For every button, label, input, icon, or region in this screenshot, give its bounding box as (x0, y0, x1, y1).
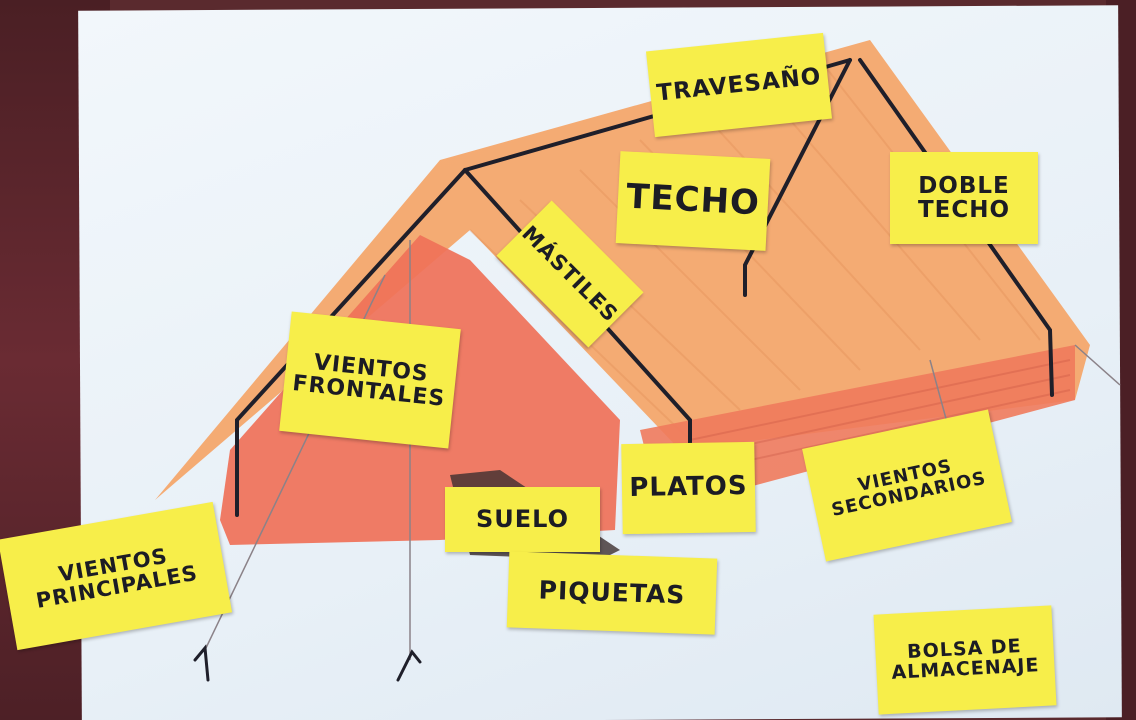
guy-line-side (1074, 344, 1121, 386)
tent-roof (155, 40, 1090, 500)
label-piquetas: PIQUETAS (506, 551, 718, 635)
peg-mid (396, 649, 422, 682)
label-bolsa-almacenaje: BOLSA DE ALMACENAJE (873, 605, 1057, 715)
label-techo: TECHO (615, 151, 771, 251)
label-vientos-frontales: VIENTOS FRONTALES (279, 311, 461, 449)
back-pole-b (858, 58, 1054, 397)
back-pole-a (743, 58, 852, 297)
front-pole-frame (235, 168, 467, 517)
label-suelo: SUELO (445, 487, 600, 552)
label-platos: PLATOS (621, 441, 756, 535)
peg-left (193, 644, 210, 682)
label-doble-techo: DOBLE TECHO (890, 152, 1038, 244)
